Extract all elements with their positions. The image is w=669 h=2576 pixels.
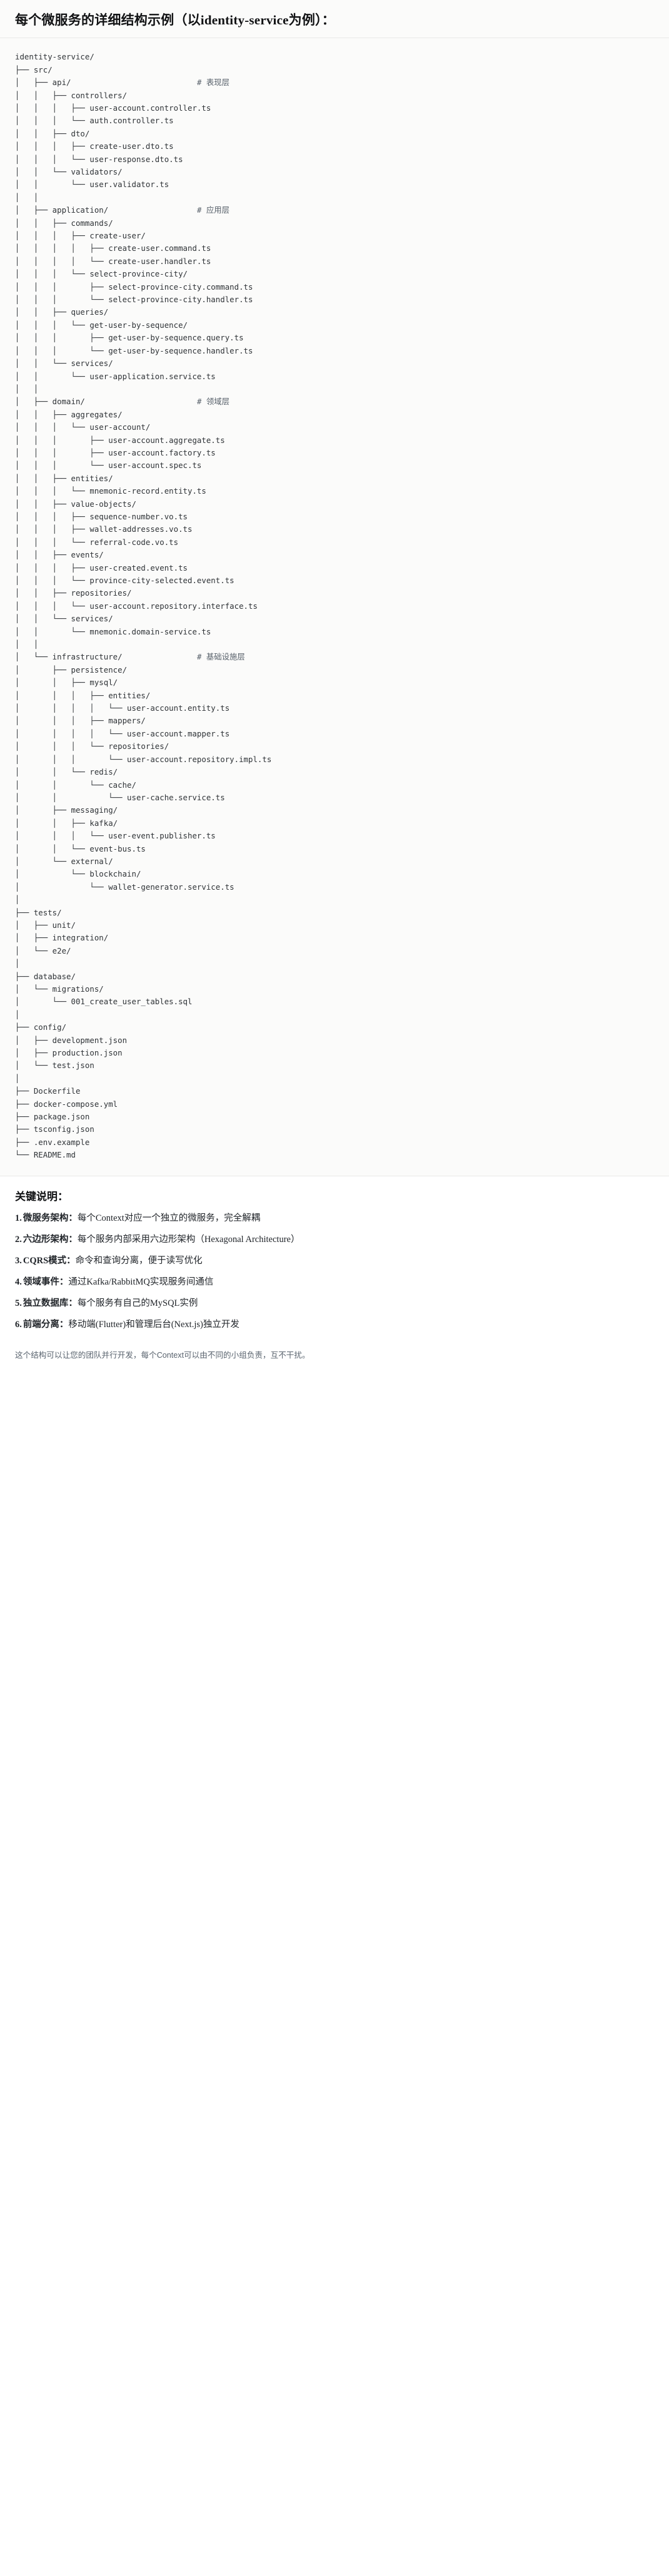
- key-note-term: 领域事件: [23, 1276, 59, 1287]
- tree-layer-comment: # 基础设施层: [196, 652, 245, 662]
- key-note-separator: ：: [68, 1234, 78, 1245]
- key-note-description: 通过Kafka/RabbitMQ实现服务间通信: [68, 1276, 214, 1287]
- key-note-item: CQRS模式：命令和查询分离，便于读写优化: [15, 1255, 654, 1268]
- key-notes-section: 关键说明： 微服务架构：每个Context对应一个独立的微服务，完全解耦六边形架…: [0, 1176, 669, 1346]
- footer-note: 这个结构可以让您的团队并行开发，每个Context可以由不同的小组负责，互不干扰…: [15, 1350, 310, 1360]
- key-note-description: 命令和查询分离，便于读写优化: [75, 1255, 203, 1266]
- key-note-separator: ：: [59, 1276, 69, 1287]
- key-note-item: 六边形架构：每个服务内部采用六边形架构（Hexagonal Architectu…: [15, 1233, 654, 1246]
- key-note-term: 六边形架构: [23, 1234, 69, 1245]
- key-notes-title: 关键说明：: [15, 1190, 68, 1203]
- key-note-separator: ：: [68, 1298, 78, 1308]
- tree-layer-comment: # 表现层: [196, 78, 230, 88]
- tree-layer-comment: # 应用层: [196, 205, 230, 215]
- key-note-item: 微服务架构：每个Context对应一个独立的微服务，完全解耦: [15, 1212, 654, 1225]
- key-note-item: 前端分离：移动端(Flutter)和管理后台(Next.js)独立开发: [15, 1318, 654, 1331]
- key-note-term: 微服务架构: [23, 1213, 69, 1223]
- key-note-item: 独立数据库：每个服务有自己的MySQL实例: [15, 1297, 654, 1310]
- key-note-separator: ：: [68, 1213, 78, 1223]
- heading-section: 每个微服务的详细结构示例（以identity-service为例）：: [0, 0, 669, 39]
- key-notes-list: 微服务架构：每个Context对应一个独立的微服务，完全解耦六边形架构：每个服务…: [15, 1212, 654, 1331]
- tree-layer-comment: # 领域层: [196, 397, 230, 407]
- key-note-separator: ：: [59, 1319, 69, 1330]
- directory-tree-block: identity-service/ ├── src/ │ ├── api/ # …: [0, 38, 669, 1176]
- key-note-term: 独立数据库: [23, 1298, 69, 1308]
- key-note-term: 前端分离: [23, 1319, 59, 1330]
- key-note-description: 移动端(Flutter)和管理后台(Next.js)独立开发: [68, 1319, 239, 1330]
- key-note-description: 每个服务内部采用六边形架构（Hexagonal Architecture）: [77, 1234, 300, 1245]
- document-root: 每个微服务的详细结构示例（以identity-service为例）： ident…: [0, 0, 669, 1375]
- key-note-separator: ：: [66, 1255, 76, 1266]
- key-note-item: 领域事件：通过Kafka/RabbitMQ实现服务间通信: [15, 1276, 654, 1289]
- key-note-term: CQRS模式: [23, 1255, 67, 1266]
- key-note-description: 每个Context对应一个独立的微服务，完全解耦: [77, 1213, 261, 1223]
- page-title: 每个微服务的详细结构示例（以identity-service为例）：: [15, 13, 335, 28]
- directory-tree: identity-service/ ├── src/ │ ├── api/ # …: [15, 52, 272, 1160]
- key-note-description: 每个服务有自己的MySQL实例: [77, 1298, 198, 1308]
